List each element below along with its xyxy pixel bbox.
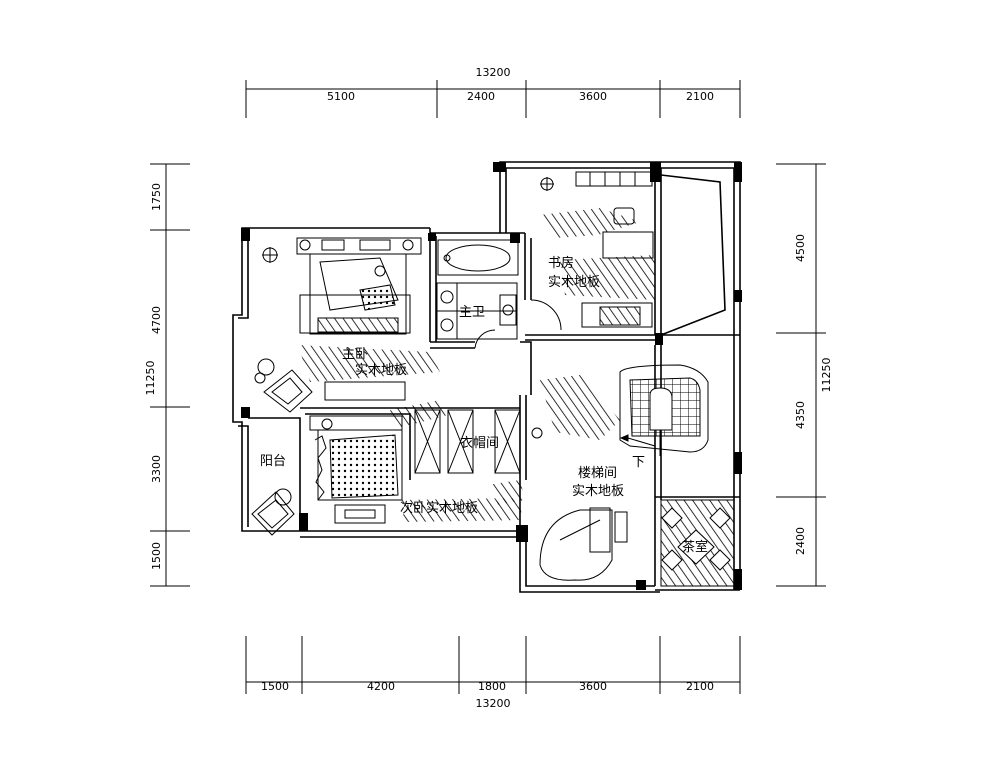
top-dimension	[245, 80, 741, 118]
lounge-chair-icon	[254, 358, 313, 413]
closet-cabinets	[414, 409, 543, 474]
dim-top-2: 2400	[467, 90, 495, 103]
dim-top-3: 3600	[579, 90, 607, 103]
master-bed	[296, 237, 422, 335]
dim-left-3: 3300	[150, 455, 163, 483]
shower-tiles	[436, 282, 518, 349]
dim-top-1: 5100	[327, 90, 355, 103]
dim-bottom-3: 1800	[478, 680, 506, 693]
bottom-dimension	[245, 636, 741, 694]
dim-top-total: 13200	[476, 66, 511, 79]
tea-room-set	[660, 499, 735, 587]
dim-right-2: 4350	[794, 401, 807, 429]
label-balcony: 阳台	[260, 454, 286, 469]
label-stairwell-floor: 实木地板	[572, 484, 624, 499]
dim-right-1: 4500	[794, 234, 807, 262]
dim-left-4: 1500	[150, 542, 163, 570]
balcony-chair-icon	[251, 488, 295, 536]
left-dimension	[150, 163, 190, 587]
dim-right-3: 2400	[794, 527, 807, 555]
columns	[241, 162, 742, 590]
dim-bottom-1: 1500	[261, 680, 289, 693]
label-master-bedroom: 主卧	[342, 347, 368, 362]
dim-bottom-5: 2100	[686, 680, 714, 693]
study-furniture	[575, 171, 654, 328]
dresser	[324, 381, 406, 401]
label-master-floor: 实木地板	[355, 363, 407, 378]
staircase	[619, 364, 709, 456]
dim-right-total: 11250	[820, 358, 833, 393]
dim-top-4: 2100	[686, 90, 714, 103]
floor-hatch	[298, 208, 655, 522]
right-dimension	[776, 163, 826, 587]
grand-piano-icon	[539, 507, 628, 581]
dim-bottom-4: 3600	[579, 680, 607, 693]
dim-left-total: 11250	[144, 361, 157, 396]
dim-bottom-2: 4200	[367, 680, 395, 693]
label-stair-down: 下	[632, 455, 645, 470]
label-second-bedroom: 次卧实木地板	[400, 500, 478, 516]
label-study: 书房	[548, 255, 574, 271]
label-stairwell: 楼梯间	[578, 466, 617, 481]
dim-left-1: 1750	[150, 183, 163, 211]
second-bed	[309, 415, 403, 524]
label-closet: 衣帽间	[460, 435, 499, 451]
label-study-floor: 实木地板	[548, 275, 600, 290]
label-master-bath: 主卫	[459, 305, 485, 320]
study-door-swing	[530, 299, 562, 331]
dim-left-2: 4700	[150, 306, 163, 334]
bathtub-icon	[437, 239, 519, 276]
dim-bottom-total: 13200	[476, 697, 511, 710]
label-tea-room: 茶室	[682, 539, 708, 555]
